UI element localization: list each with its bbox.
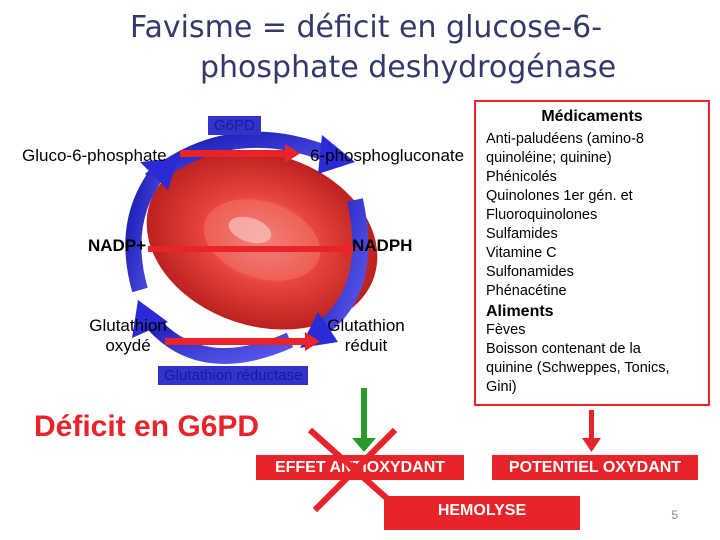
deficit-label: Déficit en G6PD: [34, 410, 260, 443]
drugs-heading: Médicaments: [541, 108, 643, 125]
drug-item: quinoléine; quinine): [486, 150, 612, 166]
causes-panel: Médicaments Anti-paludéens (amino-8 quin…: [474, 100, 710, 406]
glutathion-oxyde-label: Glutathion oxydé: [89, 316, 167, 355]
food-item: Boisson contenant de la: [486, 341, 641, 357]
food-item: quinine (Schweppes, Tonics,: [486, 360, 670, 376]
glutathion-reductase-label: Glutathion réductase: [158, 366, 309, 385]
drug-item: Phénicolés: [486, 169, 557, 185]
title-line-1: Favisme = déficit en glucose-6-: [130, 10, 603, 45]
red-down-arrow: [582, 410, 601, 452]
middle-reaction-arrow: [148, 240, 358, 258]
g6pd-enzyme-label: G6PD: [208, 116, 261, 135]
drug-item: Sulfonamides: [486, 264, 574, 280]
drug-item: Quinolones 1er gén. et: [486, 188, 633, 204]
drug-item: Fluoroquinolones: [486, 207, 598, 223]
slide-number: 5: [671, 508, 678, 522]
foods-list: Fèves Boisson contenant de la quinine (S…: [476, 321, 708, 397]
drug-item: Sulfamides: [486, 226, 558, 242]
drugs-list: Anti-paludéens (amino-8 quinoléine; quin…: [476, 130, 708, 301]
slide-title: Favisme = déficit en glucose-6- phosphat…: [60, 8, 660, 88]
cycle-arrows: [125, 131, 369, 364]
red-blood-cell-image: [146, 150, 378, 330]
food-item: Gini): [486, 379, 517, 395]
title-line-2: phosphate deshydrogénase: [200, 50, 617, 85]
drug-item: Phénacétine: [486, 283, 567, 299]
gluco-6-phosphate-label: Gluco-6-phosphate: [22, 146, 167, 165]
foods-heading: Aliments: [486, 303, 554, 320]
drug-item: Vitamine C: [486, 245, 557, 261]
cross-overlay: [308, 427, 402, 513]
nadph-label: NADPH: [352, 236, 413, 255]
6-phosphogluconate-label: 6-phosphogluconate: [310, 146, 465, 165]
potentiel-oxydant-box: POTENTIEL OXYDANT: [492, 455, 698, 480]
metabolic-cycle-diagram: [125, 131, 378, 364]
food-item: Fèves: [486, 322, 526, 338]
top-reaction-arrow: [180, 144, 300, 163]
nadp-plus-label: NADP+: [88, 236, 147, 255]
glutathion-reduit-label: Glutathion réduit: [327, 316, 405, 355]
hemolyse-box: HEMOLYSE: [384, 496, 580, 530]
bottom-reaction-arrow: [165, 332, 320, 351]
drug-item: Anti-paludéens (amino-8: [486, 131, 644, 147]
green-down-arrow: [352, 388, 376, 452]
